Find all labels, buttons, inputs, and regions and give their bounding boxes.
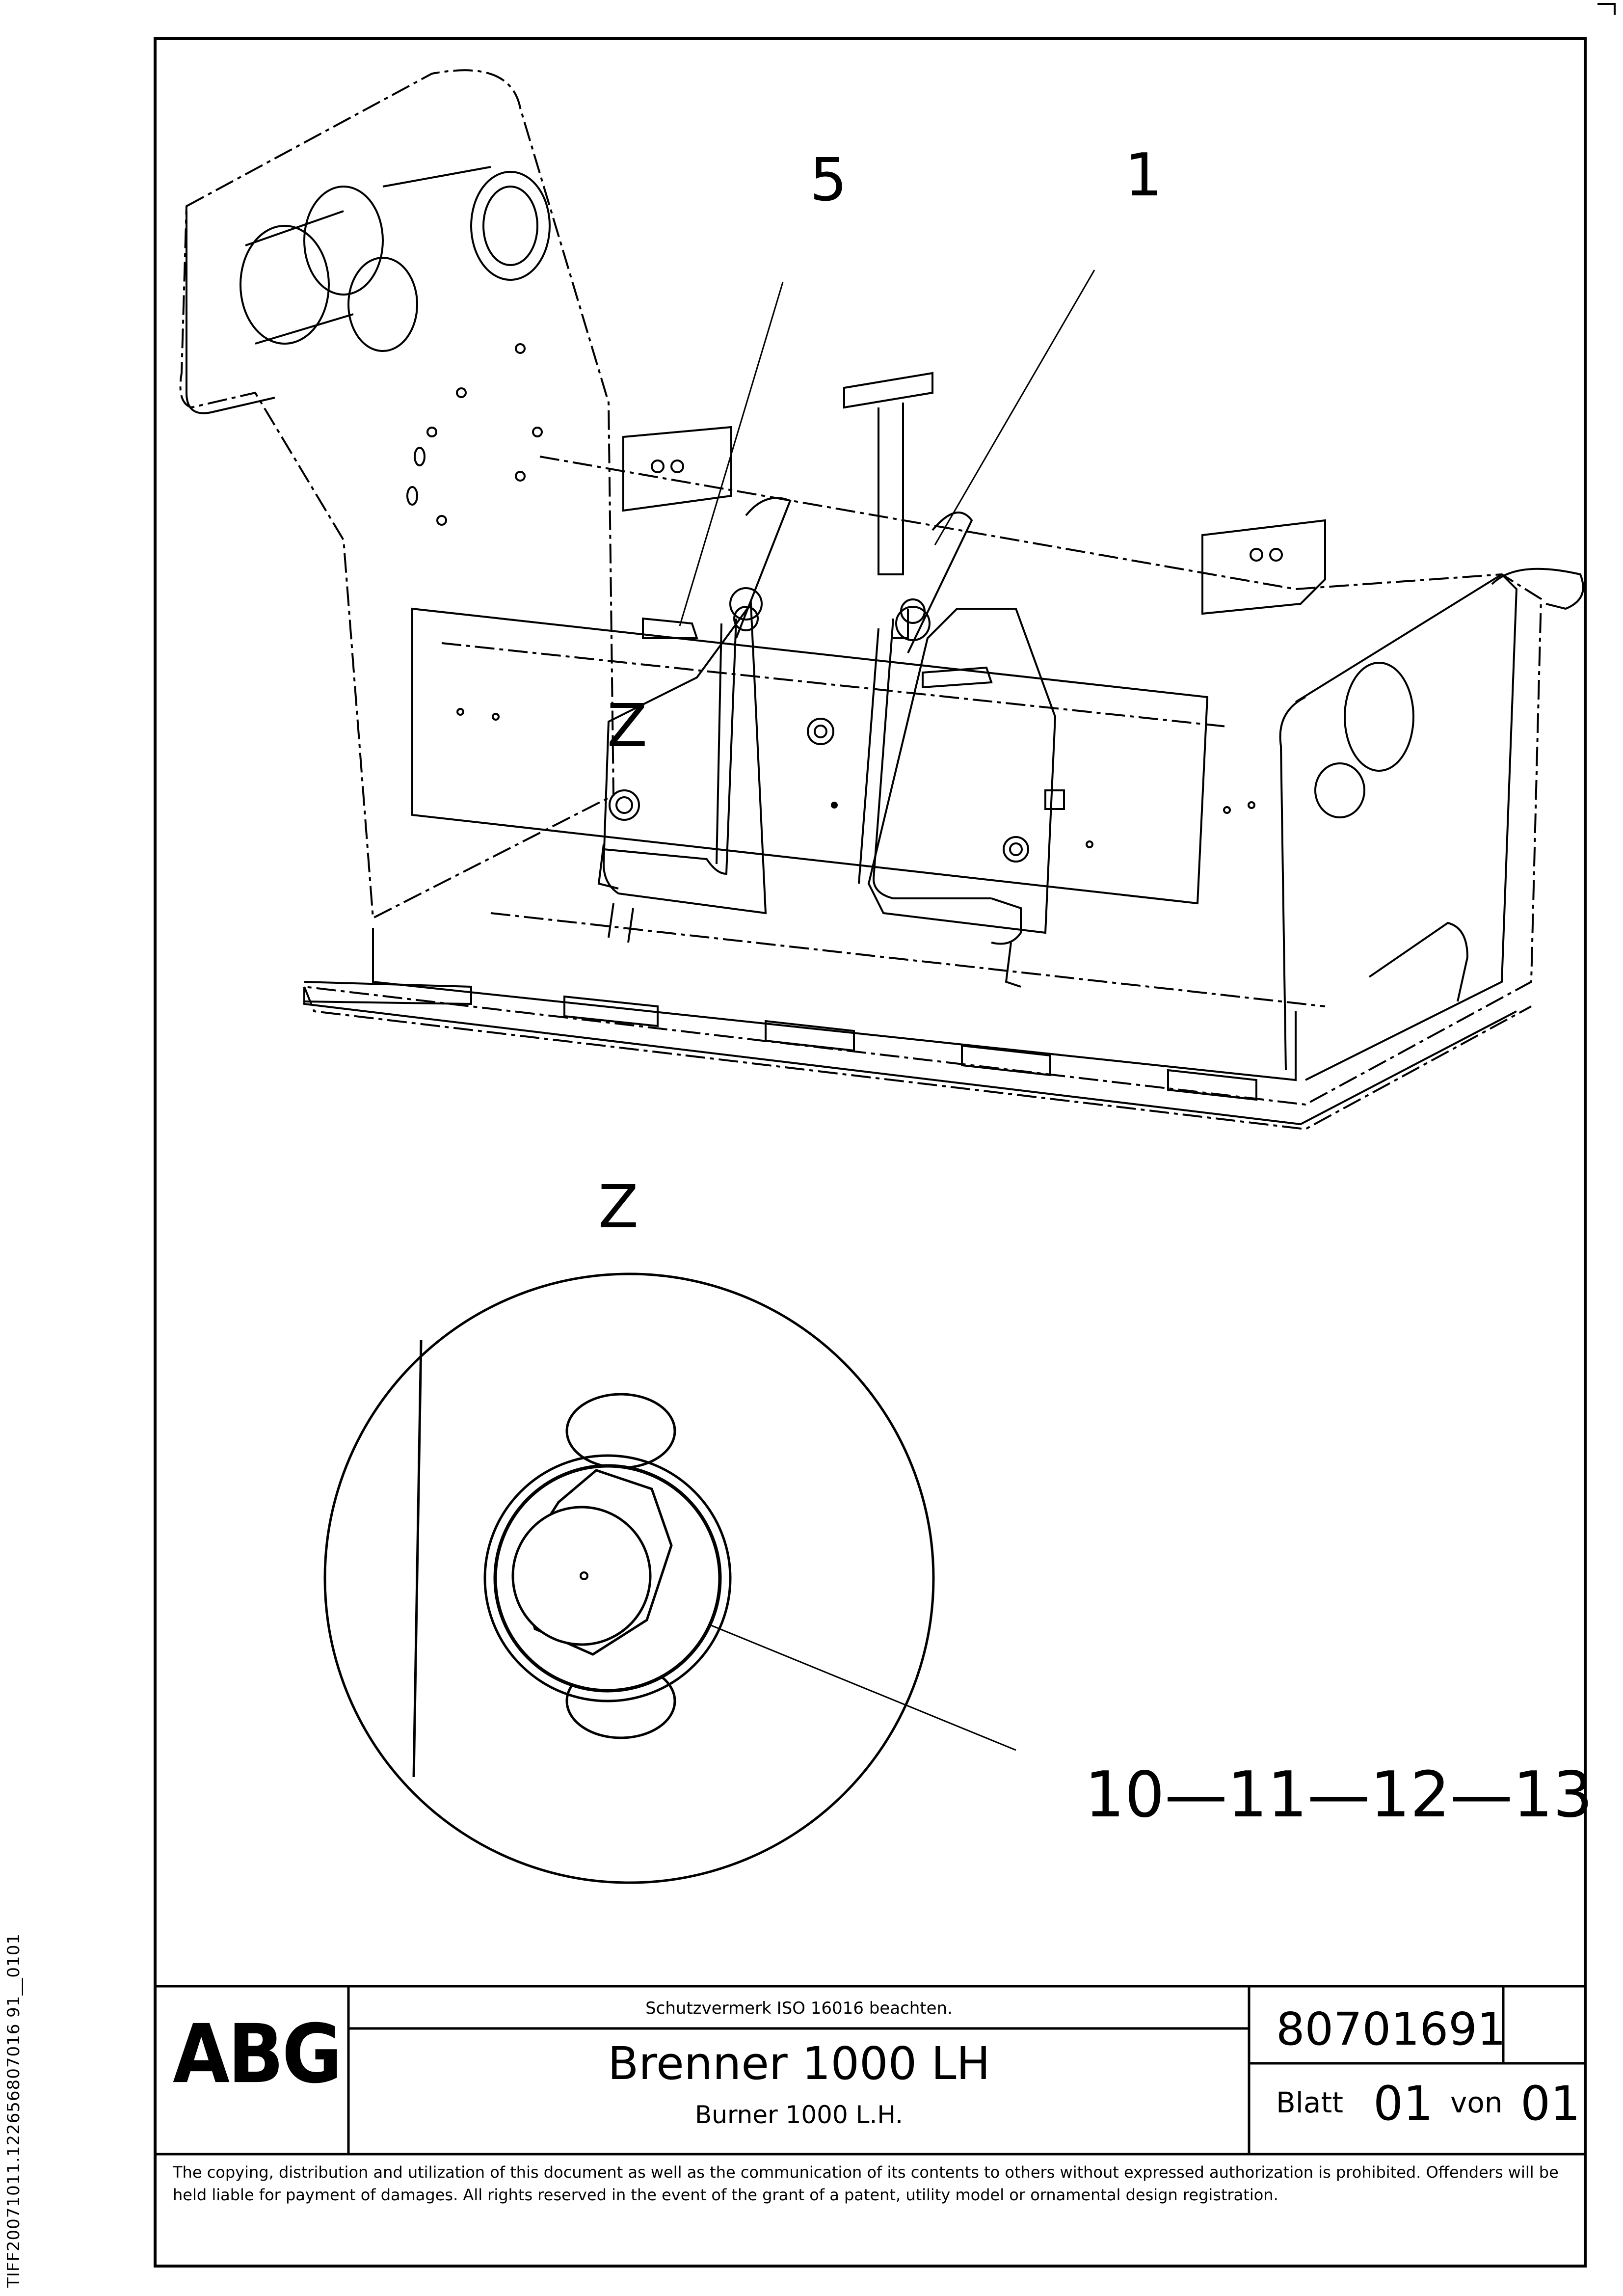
sheet-total: 01 — [1520, 2076, 1580, 2131]
file-reference: TIFF20071011.122656807016 91__0101 — [4, 1933, 24, 2288]
burner-assembly-view — [179, 69, 1584, 1131]
drawing-frame — [154, 37, 1587, 2268]
of-label: von — [1450, 2086, 1503, 2119]
protection-notice: Schutzvermerk ISO 16016 beachten. — [645, 1999, 953, 2018]
callout-1: 1 — [1125, 141, 1162, 210]
title-de: Brenner 1000 LH — [608, 2037, 990, 2090]
detail-z-view — [323, 1272, 935, 1884]
corner-mark — [1597, 3, 1616, 15]
title-en: Burner 1000 L.H. — [695, 2101, 903, 2129]
title-block — [155, 1985, 1585, 2156]
detail-z-title: Z — [598, 1173, 639, 1242]
sheet-label: Blatt — [1276, 2086, 1343, 2119]
sheet-number: 01 — [1373, 2076, 1433, 2131]
copyright-notice: The copying, distribution and utilizatio… — [173, 2163, 1559, 2204]
abg-logo: ABG — [173, 2007, 343, 2102]
callout-5: 5 — [810, 146, 847, 215]
detail-items-callout: 10—11—12—13 — [1085, 1758, 1593, 1832]
drawing-number: 80701691 — [1276, 2003, 1506, 2055]
view-z-marker: Z — [607, 692, 647, 760]
